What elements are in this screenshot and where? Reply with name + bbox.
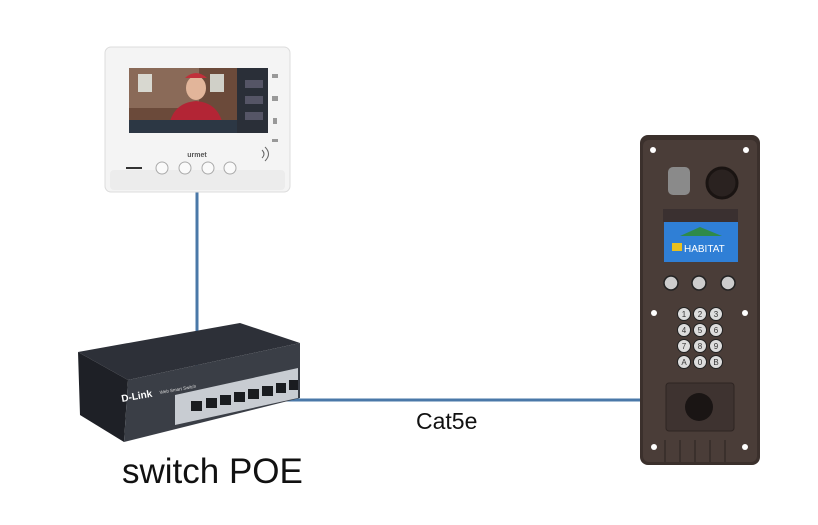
keypad-key xyxy=(709,339,723,353)
keypad-key-label: 3 xyxy=(714,310,719,319)
keypad-key xyxy=(693,307,707,321)
monitor-button-2 xyxy=(178,161,192,175)
keypad-key-label: 4 xyxy=(682,326,687,335)
keypad-key xyxy=(677,307,691,321)
keypad-key xyxy=(709,355,723,369)
panel-speaker xyxy=(705,166,739,200)
keypad-key-label: 6 xyxy=(714,326,719,335)
video-monitor: urmet xyxy=(104,46,291,193)
keypad-key xyxy=(677,323,691,337)
switch-series-label: Web Smart Switch xyxy=(159,384,197,395)
cable-label: Cat5e xyxy=(416,408,478,434)
monitor-brand-logo: urmet xyxy=(187,152,207,159)
panel-screen-text: HABITAT xyxy=(684,244,725,255)
keypad-key-label: 1 xyxy=(682,310,687,319)
monitor-button-1 xyxy=(155,161,169,175)
keypad-key xyxy=(677,339,691,353)
panel-soft-key-3 xyxy=(720,275,736,291)
keypad-key xyxy=(709,307,723,321)
door-entry-panel: HABITAT 1 2 3 4 5 6 7 8 9A 0 B xyxy=(640,135,760,465)
keypad-key-label: A xyxy=(681,358,687,367)
keypad-key-label: B xyxy=(713,358,718,367)
keypad-key-label: 0 xyxy=(698,358,703,367)
keypad-key xyxy=(709,323,723,337)
switch-label: switch POE xyxy=(122,452,303,491)
monitor-button-4 xyxy=(223,161,237,175)
panel-reader xyxy=(685,393,713,421)
poe-switch: D-Link Web Smart Switch xyxy=(78,323,300,442)
keypad-key-label: 2 xyxy=(698,310,703,319)
panel-keypad: 1 2 3 4 5 6 7 8 9A 0 B xyxy=(677,307,723,369)
panel-camera xyxy=(668,167,690,195)
keypad-key-label: 8 xyxy=(698,342,703,351)
keypad-key-label: 9 xyxy=(714,342,719,351)
panel-soft-key-1 xyxy=(663,275,679,291)
keypad-key xyxy=(693,323,707,337)
keypad-key xyxy=(693,355,707,369)
keypad-key-label: 5 xyxy=(698,326,703,335)
panel-soft-key-2 xyxy=(691,275,707,291)
switch-brand-logo: D-Link xyxy=(121,389,154,405)
keypad-key-label: 7 xyxy=(682,342,687,351)
keypad-key xyxy=(693,339,707,353)
keypad-key xyxy=(677,355,691,369)
monitor-button-3 xyxy=(201,161,215,175)
